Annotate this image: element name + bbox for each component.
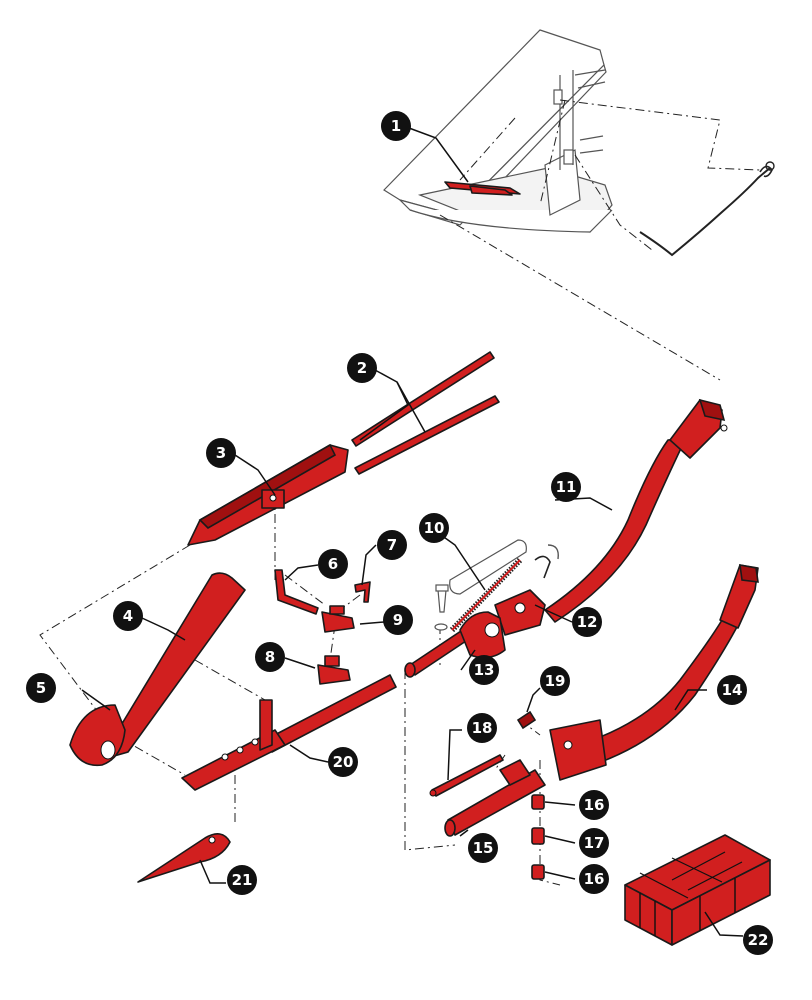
part-latch-12: [494, 544, 559, 636]
part-arm-11: [544, 398, 728, 623]
part-clamp-8: [317, 655, 351, 685]
svg-text:4: 4: [123, 607, 133, 625]
callout-6: 6: [318, 549, 348, 579]
part-spring-tube: [449, 539, 527, 633]
assembly-lines: [39, 99, 761, 886]
svg-text:13: 13: [474, 661, 495, 679]
safety-chain: [639, 161, 775, 257]
part-bracket-6: [274, 569, 319, 615]
callout-8: 8: [255, 642, 285, 672]
part-beam-20: [181, 674, 397, 791]
svg-text:21: 21: [232, 871, 253, 889]
part-tube-15: [444, 759, 546, 837]
callout-15: 15: [468, 833, 498, 863]
svg-text:17: 17: [584, 834, 605, 852]
callout-13: 13: [469, 655, 499, 685]
callout-11: 11: [551, 472, 581, 502]
callout-5: 5: [26, 673, 56, 703]
leader-lines: [81, 127, 744, 937]
part-bolt: [434, 584, 449, 631]
svg-text:16: 16: [584, 870, 605, 888]
callout-17: 17: [579, 828, 609, 858]
svg-text:20: 20: [333, 753, 354, 771]
part-pin-18: [429, 754, 504, 797]
callout-21: 21: [227, 865, 257, 895]
callout-9: 9: [383, 605, 413, 635]
svg-text:19: 19: [545, 672, 566, 690]
callout-16b: 16: [579, 864, 609, 894]
part-shield: [187, 443, 349, 546]
svg-text:22: 22: [748, 931, 769, 949]
part-crate-22: [624, 834, 771, 946]
callout-19: 19: [540, 666, 570, 696]
svg-text:6: 6: [328, 555, 338, 573]
part-clamp-9: [321, 605, 355, 633]
svg-text:9: 9: [393, 611, 403, 629]
callout-7: 7: [377, 530, 407, 560]
part-shoe: [69, 704, 126, 767]
callout-10: 10: [419, 513, 449, 543]
svg-text:15: 15: [473, 839, 494, 857]
callout-3: 3: [206, 438, 236, 468]
part-deflector: [99, 572, 246, 761]
callout-badges: 1 2 3 4 5 6 7 8 9 10 11 12 13 14 15 16 1…: [26, 111, 773, 955]
svg-text:14: 14: [722, 681, 743, 699]
svg-text:2: 2: [357, 359, 367, 377]
part-point-21: [137, 833, 231, 883]
svg-text:12: 12: [577, 613, 598, 631]
svg-text:5: 5: [36, 679, 46, 697]
svg-text:18: 18: [472, 719, 493, 737]
callout-2: 2: [347, 353, 377, 383]
part-bushings: [531, 794, 545, 880]
callout-16a: 16: [579, 790, 609, 820]
machine-frame: [383, 29, 613, 233]
svg-text:3: 3: [216, 444, 226, 462]
svg-text:16: 16: [584, 796, 605, 814]
callout-22: 22: [743, 925, 773, 955]
callout-12: 12: [572, 607, 602, 637]
callout-14: 14: [717, 675, 747, 705]
part-tube-13: [404, 611, 506, 678]
part-7: [354, 581, 371, 603]
part-rods: [351, 351, 500, 475]
part-arm-14: [549, 564, 759, 781]
svg-text:8: 8: [265, 648, 275, 666]
callout-20: 20: [328, 747, 358, 777]
svg-text:11: 11: [556, 478, 577, 496]
svg-text:7: 7: [387, 536, 397, 554]
callout-1: 1: [381, 111, 411, 141]
part-19: [516, 710, 537, 730]
svg-text:1: 1: [391, 117, 401, 135]
callout-4: 4: [113, 601, 143, 631]
svg-text:10: 10: [424, 519, 445, 537]
callout-18: 18: [467, 713, 497, 743]
